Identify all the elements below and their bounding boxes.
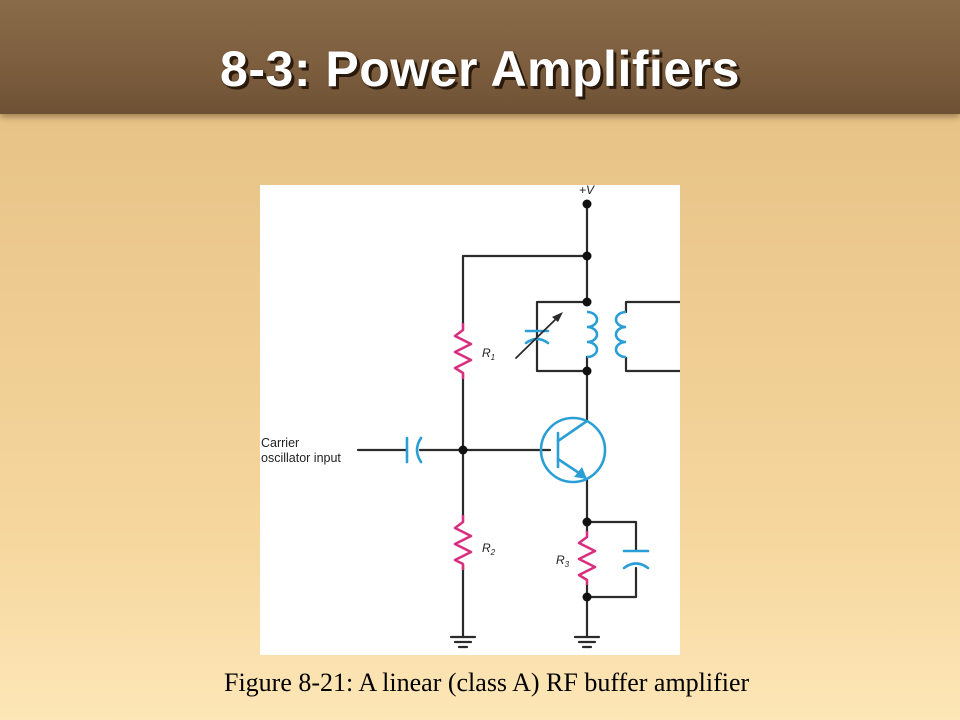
r3-label: R3 [556,553,570,569]
resistor-r1 [453,323,473,379]
circuit-diagram: +V R1 R2 R3 Carrier oscillator input [261,185,680,649]
supply-label: +V [579,185,595,197]
variable-arrow-icon [552,312,563,322]
circuit-figure: +V R1 R2 R3 Carrier oscillator input [260,185,680,655]
transistor [539,416,607,484]
resistor-r3 [577,531,597,585]
wires [356,202,680,649]
r2-label: R2 [482,541,496,557]
input-label-line1: Carrier [261,436,299,450]
variable-capacitor [515,314,561,359]
input-capacitor [405,436,423,464]
figure-caption: Figure 8-21: A linear (class A) RF buffe… [224,668,750,697]
bypass-capacitor [622,549,650,570]
input-label-line2: oscillator input [261,451,341,465]
title-bar [0,0,960,114]
junction-dots [458,199,592,602]
tank-inductor [586,310,599,359]
resistor-r2 [453,515,473,570]
slide-title: 8-3: Power Amplifiers [220,41,740,97]
r1-label: R1 [482,346,495,362]
secondary-inductor [614,310,627,359]
